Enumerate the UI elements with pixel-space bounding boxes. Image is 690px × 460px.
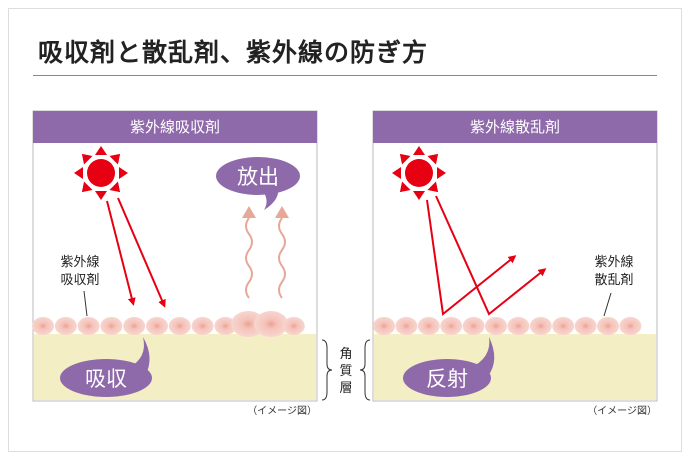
skin-cell: [100, 317, 123, 335]
uv-ray-arrow: [117, 197, 166, 308]
skin-cell: [32, 317, 54, 335]
title-divider: [33, 75, 657, 76]
skin-cell: [417, 317, 440, 335]
stratum-corneum-label: 角 質 層: [321, 339, 371, 401]
skin-cell: [77, 317, 100, 335]
layer-label-char: 角: [339, 347, 352, 362]
heat-wave-arrow: [245, 217, 253, 299]
skin-cell: [123, 317, 146, 335]
scatterer-panel: 紫外線散乱剤 反射 紫外線 散乱剤 （イメージ図）: [372, 110, 658, 417]
sun-icon: [74, 146, 128, 200]
panel-header-title: 紫外線吸収剤: [130, 118, 220, 136]
scatterer-label-line1: 紫外線: [594, 254, 633, 270]
skin-cell: [619, 317, 642, 335]
reflect-label: 反射: [426, 367, 468, 391]
page-title: 吸収剤と散乱剤、紫外線の防ぎ方: [38, 38, 429, 67]
skin-cell: [146, 317, 168, 335]
release-bubble: 放出: [216, 157, 300, 210]
skin-cells: [32, 311, 305, 337]
panel-header: [373, 111, 657, 143]
layer-label-char: 層: [339, 381, 352, 396]
layer-label-char: 質: [339, 364, 352, 379]
absorber-label-line1: 紫外線: [60, 254, 99, 270]
sun-icon: [392, 146, 446, 200]
absorber-panel: 紫外線吸収剤 放出 吸収 紫外線 吸収剤 （イメージ図）: [32, 110, 318, 417]
absorb-bubble: 吸収: [60, 337, 152, 397]
skin-cell: [529, 317, 552, 335]
skin-cell: [552, 317, 575, 335]
skin-cell: [282, 317, 305, 335]
image-frame: [8, 8, 682, 452]
skin-cell: [485, 317, 507, 335]
skin-cell: [574, 317, 597, 335]
brace-icon: [359, 339, 371, 401]
skin-cell: [440, 317, 463, 335]
image-note: （イメージ図）: [587, 405, 657, 417]
reflect-bubble: 反射: [403, 337, 495, 397]
panel-header: [33, 111, 317, 143]
skin-cell: [507, 317, 530, 335]
arrow-head-icon: [275, 206, 289, 218]
skin-cell: [54, 317, 77, 335]
scatterer-label-line2: 散乱剤: [594, 272, 633, 288]
absorb-label: 吸収: [85, 367, 127, 391]
uv-reflect-arrow: [426, 199, 517, 316]
uv-reflect-arrow: [435, 195, 547, 316]
skin-cell: [462, 317, 485, 335]
skin-cell: [597, 317, 619, 335]
absorber-label-line2: 吸収剤: [60, 272, 99, 288]
image-note: （イメージ図）: [247, 405, 317, 417]
skin-cell: [254, 311, 288, 337]
skin-cells: [373, 317, 642, 335]
skin-cell: [191, 317, 214, 335]
uv-ray-arrow: [106, 200, 136, 306]
heat-wave-arrow: [278, 217, 286, 299]
brace-icon: [321, 339, 333, 401]
skin-cell: [214, 317, 237, 335]
skin-cell: [395, 317, 418, 335]
leader-line: [83, 290, 88, 317]
release-label: 放出: [237, 165, 279, 189]
panel-header-title: 紫外線散乱剤: [470, 118, 560, 136]
skin-cell: [373, 317, 395, 335]
leader-line: [603, 292, 612, 317]
skin-cell: [168, 317, 191, 335]
arrow-head-icon: [242, 206, 256, 218]
